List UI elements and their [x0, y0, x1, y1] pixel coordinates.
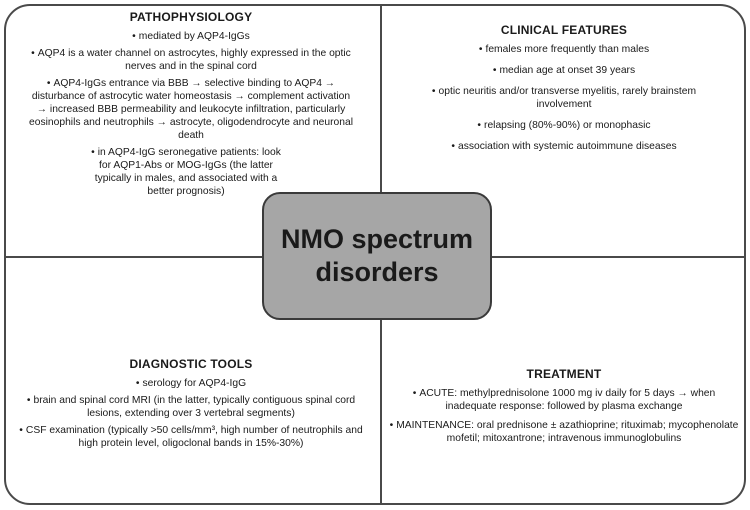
list-item: •ACUTE: methylprednisolone 1000 mg iv da… — [412, 388, 716, 412]
section-title: TREATMENT — [526, 367, 602, 381]
bullet-icon: • — [132, 31, 136, 42]
section-title: PATHOPHYSIOLOGY — [129, 10, 253, 24]
treatment-section: TREATMENT •ACUTE: methylprednisolone 100… — [382, 367, 744, 449]
list-item: •relapsing (80%-90%) or monophasic — [477, 120, 651, 131]
bullet-icon: • — [477, 120, 482, 131]
clinical-features-section: CLINICAL FEATURES •females more frequent… — [382, 23, 744, 157]
list-item: •MAINTENANCE: oral prednisone ± azathiop… — [389, 420, 739, 444]
central-topic-line-2: disorders — [315, 257, 439, 287]
list-item: •females more frequently than males — [478, 44, 650, 55]
diagnostic-tools-section: DIAGNOSTIC TOOLS •serology for AQP4-IgG … — [6, 358, 376, 454]
bullet-icon: • — [46, 78, 51, 89]
bullet-icon: • — [492, 65, 497, 76]
list-item: •brain and spinal cord MRI (in the latte… — [26, 395, 356, 419]
list-item: •serology for AQP4-IgG — [135, 378, 247, 389]
bullet-icon: • — [26, 395, 31, 406]
list-item: •in AQP4-IgG seronegative patients: look… — [91, 147, 281, 197]
bullet-icon: • — [451, 141, 455, 152]
central-topic-line-1: NMO spectrum — [280, 224, 474, 254]
section-title: DIAGNOSTIC TOOLS — [129, 357, 253, 371]
list-item: •median age at onset 39 years — [492, 65, 636, 76]
list-item: •association with systemic autoimmune di… — [451, 141, 677, 152]
bullet-icon: • — [19, 425, 23, 436]
bullet-icon: • — [412, 388, 417, 399]
list-item: •AQP4-IgGs entrance via BBB → selective … — [29, 78, 353, 141]
list-item: •optic neuritis and/or transverse myelit… — [431, 86, 697, 110]
bullet-icon: • — [431, 86, 436, 97]
list-item: •AQP4 is a water channel on astrocytes, … — [31, 48, 351, 72]
list-item: •CSF examination (typically >50 cells/mm… — [19, 425, 363, 449]
bullet-icon: • — [91, 147, 95, 158]
bullet-icon: • — [478, 44, 483, 55]
bullet-icon: • — [31, 48, 35, 59]
bullet-icon: • — [389, 420, 394, 431]
section-title: CLINICAL FEATURES — [500, 23, 628, 37]
diagram-frame: PATHOPHYSIOLOGY •mediated by AQP4-IgGs •… — [4, 4, 746, 505]
list-item: •mediated by AQP4-IgGs — [132, 31, 250, 42]
bullet-icon: • — [135, 378, 140, 389]
central-topic-box: NMO spectrum disorders — [262, 192, 492, 320]
pathophysiology-section: PATHOPHYSIOLOGY •mediated by AQP4-IgGs •… — [6, 11, 376, 202]
